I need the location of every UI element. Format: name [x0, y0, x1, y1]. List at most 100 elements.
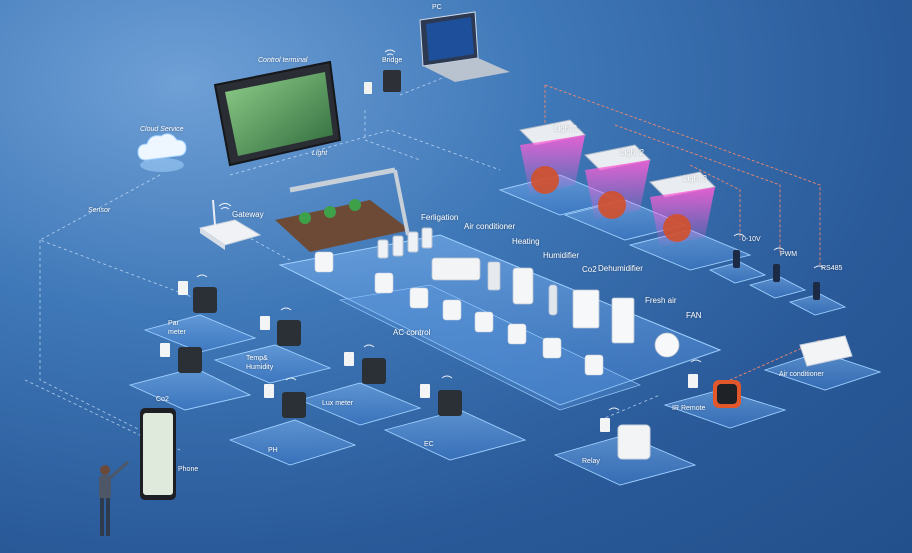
link-gateway-bridge: [364, 110, 421, 161]
grow-light-2: [583, 144, 652, 220]
signal-light2: [614, 124, 781, 255]
wifi-icon: [813, 265, 825, 269]
pwm-label: PWM: [780, 251, 798, 258]
light2-label: Light 2: [620, 148, 645, 157]
sensor-boxes: [160, 281, 462, 418]
phone-label: Phone: [178, 466, 199, 473]
grow-light-1: [518, 119, 587, 195]
plug-4: [442, 299, 462, 321]
plug-8: [584, 354, 604, 376]
temp-humidity-platform: [213, 344, 332, 384]
pwm-platform: [748, 276, 807, 299]
wifi-icon: [608, 407, 620, 411]
fan-label: FAN: [686, 311, 702, 320]
sensor-box-icon: [178, 281, 217, 313]
rs485-module: [813, 282, 820, 300]
link-bridge-pc: [399, 74, 451, 96]
cloud-icon: [137, 133, 187, 172]
sensor-platforms: [128, 314, 882, 486]
ec-platform: [383, 409, 527, 461]
dehumidifier-label: Dehumidifier: [598, 264, 643, 273]
relay-icon: [600, 418, 651, 460]
plant-icon: [598, 191, 626, 219]
ac-control-platform: [339, 284, 641, 411]
plug-2: [374, 272, 394, 294]
par-meter-label-1: Par: [168, 320, 179, 327]
humidifier-unit: [487, 261, 501, 291]
link-gateway-main: [234, 229, 291, 261]
air-conditioner-icon: [799, 335, 853, 367]
ir-remote-label: IR Remote: [672, 405, 706, 412]
wifi-icon: [218, 203, 232, 210]
phone-icon: [140, 408, 176, 500]
link-phone: [24, 379, 151, 441]
humidifier-tower: [512, 267, 534, 305]
pwm-module: [773, 264, 780, 282]
fresh-air-label: Fresh air: [645, 296, 677, 305]
ferligation-tanks: [377, 227, 433, 259]
light3-label: Light 3: [683, 174, 708, 183]
lux-meter-label: Lux meter: [322, 400, 354, 407]
rs485-platform: [788, 293, 847, 316]
ec-label: EC: [424, 441, 434, 448]
rs485-label: RS485: [821, 265, 843, 272]
wifi-icon: [690, 359, 702, 363]
plug-5: [474, 311, 494, 333]
bridge-label: Bridge: [382, 57, 403, 64]
signal-bus-top: [544, 84, 821, 265]
signal-light3: [689, 164, 741, 240]
plant-icon: [531, 166, 559, 194]
sensor-box-icon: [264, 384, 306, 418]
cloud-service-label: Cloud Service: [140, 126, 184, 133]
par-meter-platform: [143, 314, 257, 353]
wifi-icons: [196, 49, 825, 411]
tablet-icon: [213, 60, 342, 167]
bridge-device-icon: [364, 70, 401, 94]
plug-3: [409, 287, 429, 309]
person-icon: [99, 460, 129, 536]
laptop-icon: [419, 11, 510, 82]
plug-6: [507, 323, 527, 345]
wifi-icon: [280, 307, 292, 311]
ph-label: PH: [268, 447, 278, 454]
dehumidifier-unit: [572, 289, 600, 329]
sensor-label: Sensor: [88, 207, 111, 214]
fresh-air-unit: [611, 297, 635, 344]
ir-remote-platform: [663, 389, 787, 429]
link-relay: [599, 394, 661, 421]
light-label: Light: [312, 150, 328, 157]
sensor-box-icon: [344, 352, 386, 384]
link-cloud-gateway: [39, 174, 201, 301]
gateway-router-icon: [198, 199, 262, 250]
light1-label: Light 1: [554, 124, 579, 133]
wifi-icon: [363, 344, 375, 348]
heating-label: Heating: [512, 237, 540, 246]
link-sensor-left: [39, 240, 181, 451]
ph-platform: [228, 419, 357, 466]
plug-7: [542, 337, 562, 359]
lux-meter-platform: [298, 382, 422, 426]
co2-platform: [128, 367, 252, 411]
air-conditioner-top-label: Air conditioner: [464, 222, 516, 231]
appliances: [431, 257, 680, 358]
humidifier-label: Humidifier: [543, 251, 580, 260]
wifi-icon: [441, 375, 453, 379]
link-light-bus: [229, 129, 501, 176]
ir-remote-icon: [688, 374, 741, 408]
par-meter-label-2: meter: [168, 329, 186, 336]
wifi-icon: [384, 49, 396, 56]
light-rack: [275, 167, 410, 252]
heating-unit: [431, 257, 481, 281]
v010-module: [733, 250, 740, 268]
grow-light-3: [648, 171, 717, 247]
v010-label: 0-10V: [742, 236, 761, 243]
connection-lines: [24, 74, 661, 451]
smart-plugs: [314, 251, 604, 376]
ferligation-label: Ferligation: [421, 213, 459, 222]
co2-tank: [548, 284, 558, 316]
wifi-icon: [733, 233, 745, 237]
temp-humidity-label-2: Humidity: [246, 364, 274, 371]
pc-label: PC: [432, 4, 442, 11]
sensor-box-icon: [160, 343, 202, 373]
